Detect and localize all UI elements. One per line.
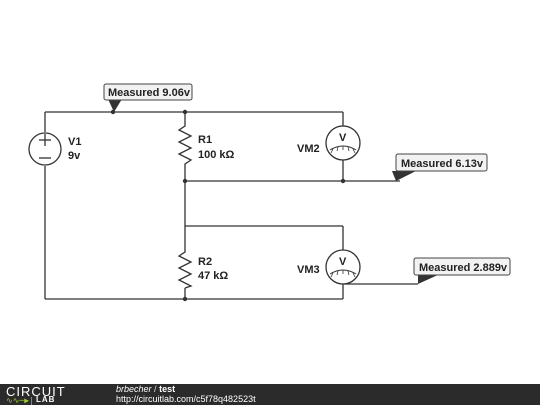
v1-name-label: V1 xyxy=(68,136,81,148)
measurement-tag-top[interactable]: Measured 9.06v xyxy=(103,83,193,112)
schematic-canvas: V1 9v R1 100 kΩ R2 47 kΩ V VM2 V VM3 Mea… xyxy=(28,83,511,302)
vm3-name-label: VM3 xyxy=(297,264,320,276)
v1-value-label: 9v xyxy=(68,150,81,162)
logo-circuit-text: CIRCUIT xyxy=(6,384,66,399)
r2-name-label: R2 xyxy=(198,256,212,268)
path-separator: / xyxy=(154,384,157,394)
circuit-url[interactable]: http://circuitlab.com/c5f78q482523t xyxy=(116,394,256,404)
tag-top-text: Measured 9.06v xyxy=(108,87,191,99)
tag-vm3-text: Measured 2.889v xyxy=(419,262,508,274)
owner-link[interactable]: brbecher xyxy=(116,384,152,394)
measurement-tag-vm2[interactable]: Measured 6.13v xyxy=(392,153,488,181)
logo-resistor-icon: ∿∿─▶| xyxy=(6,396,34,405)
r1-name-label: R1 xyxy=(198,134,212,146)
resistor-r2[interactable] xyxy=(177,248,193,289)
circuitlab-logo[interactable]: CIRCUIT ∿∿─▶| LAB xyxy=(6,384,94,405)
vm3-v-symbol: V xyxy=(339,256,347,268)
resistor-r1[interactable] xyxy=(177,122,193,168)
voltmeter-vm2[interactable]: V xyxy=(325,125,361,161)
r1-value-label: 100 kΩ xyxy=(198,149,235,161)
voltmeter-vm3[interactable]: V xyxy=(325,249,361,285)
circuit-meta: brbecher / test http://circuitlab.com/c5… xyxy=(116,384,256,404)
vm2-v-symbol: V xyxy=(339,132,347,144)
vm2-name-label: VM2 xyxy=(297,143,320,155)
measurement-tag-vm3[interactable]: Measured 2.889v xyxy=(413,257,511,284)
junction-dots xyxy=(110,109,346,302)
r2-value-label: 47 kΩ xyxy=(198,270,228,282)
wires xyxy=(44,111,418,300)
tag-vm2-text: Measured 6.13v xyxy=(401,158,484,170)
voltage-source-v1[interactable] xyxy=(28,132,62,166)
footer-bar: CIRCUIT ∿∿─▶| LAB brbecher / test http:/… xyxy=(0,384,540,405)
circuit-title[interactable]: test xyxy=(159,384,176,394)
logo-lab-text: LAB xyxy=(36,395,56,404)
